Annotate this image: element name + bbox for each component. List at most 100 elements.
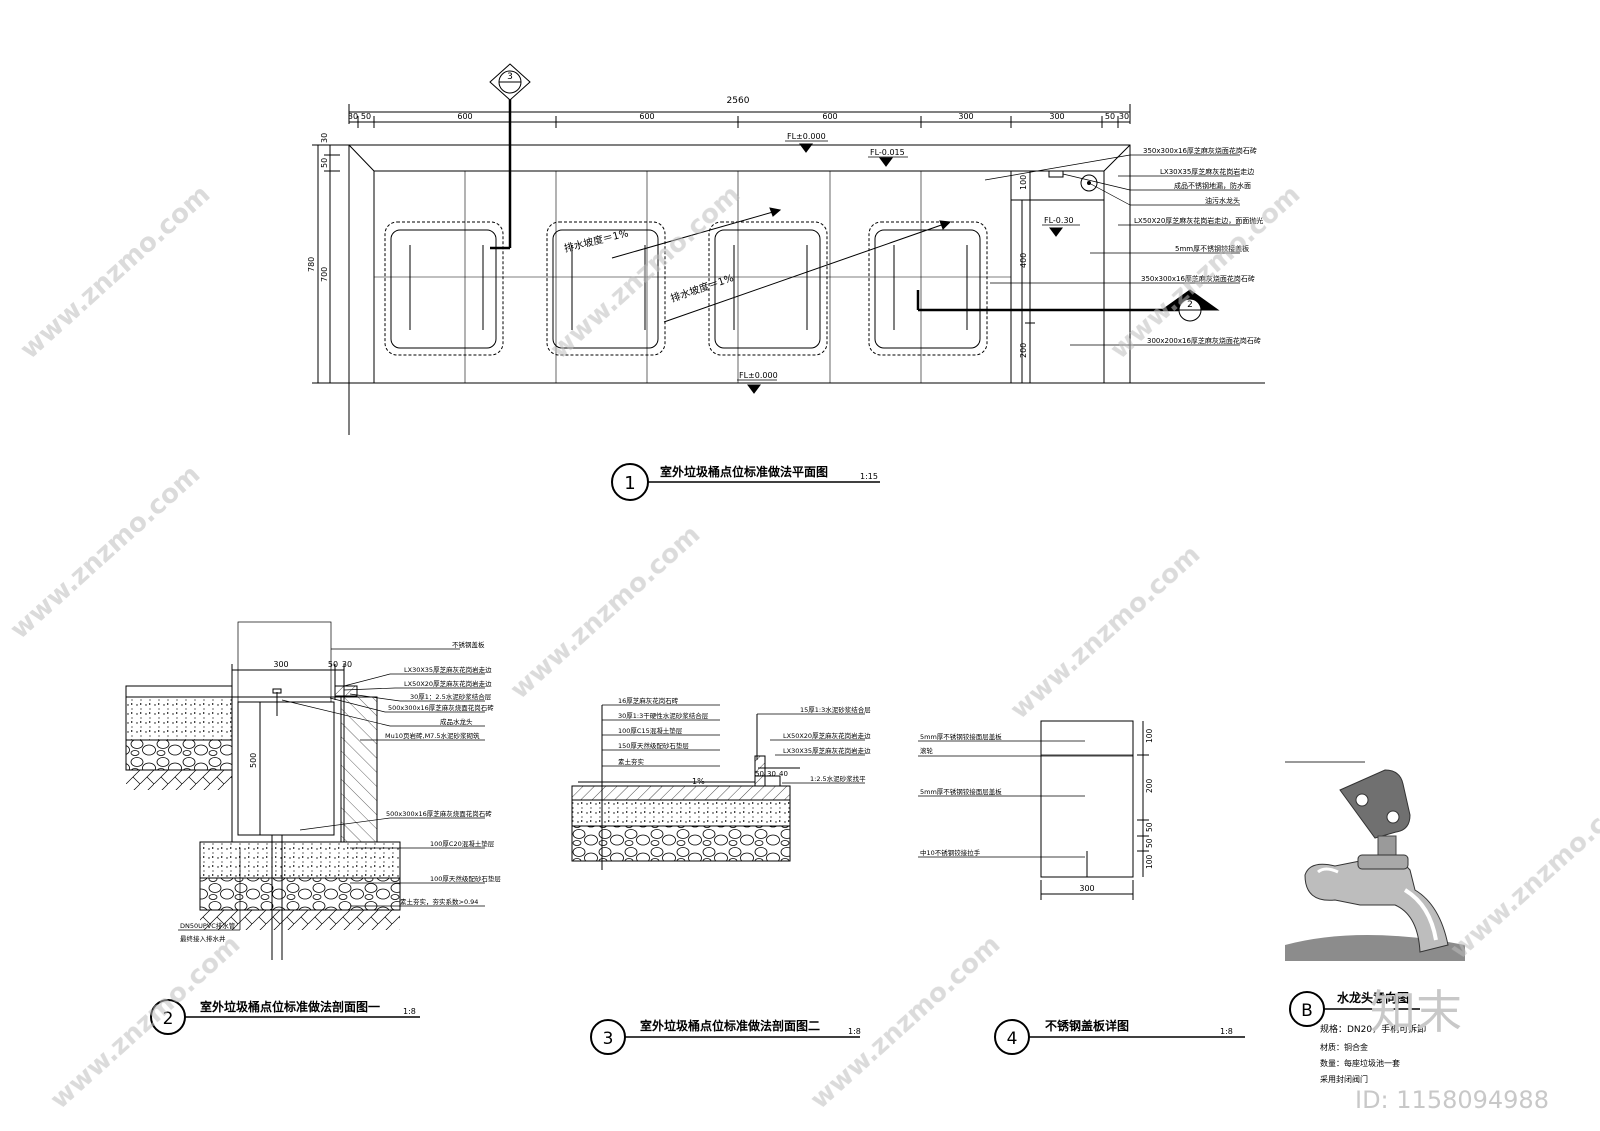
plan-dim-seg: 300 [958, 112, 973, 121]
sec4-dim: 50 [1145, 822, 1154, 832]
sec3-scale: 1:8 [848, 1027, 861, 1036]
sec2-callout: 素土夯实，夯实系数>0.94 [400, 897, 478, 906]
sec2-title-number: 2 [163, 1009, 174, 1029]
sec4-title-number: 4 [1007, 1029, 1018, 1049]
section-mark-2: 2 [1187, 300, 1193, 310]
section-mark-3: 3 [507, 72, 513, 82]
plan-view [312, 63, 1265, 501]
sec3-callout: 150厚天然级配砂石垫层 [618, 741, 689, 750]
level-label: FL-0.30 [1044, 216, 1074, 225]
plan-dim-seg: 30 [1119, 112, 1129, 121]
sec2-pipe: 最终接入排水井 [180, 934, 226, 943]
faucet-spec: 规格：DN20，手柄可拆卸 [1320, 1023, 1426, 1035]
sec4-dim: 200 [1145, 778, 1154, 793]
watermark-id: ID: 1158094988 [1355, 1086, 1549, 1114]
plan-dim-seg: 50 [1105, 112, 1115, 121]
sec4-callout: 中10不锈钢铰接拉手 [920, 848, 981, 857]
sec2-dim: 50 [328, 660, 338, 669]
sec4-title: 不锈钢盖板详图 [1045, 1018, 1129, 1033]
plan-dim-seg: 30 [348, 112, 358, 121]
watermark-site: www.znzmo.com [805, 929, 1007, 1115]
plan-callout: 350x300x16厚芝麻灰烧面花岗石砖 [1141, 274, 1255, 283]
plan-dim-seg: 600 [639, 112, 654, 121]
watermark-site: www.znzmo.com [545, 179, 747, 365]
sec4-callout: 滚轮 [920, 746, 934, 755]
sec3-callout: 素土夯实 [618, 757, 645, 766]
watermark-site: www.znzmo.com [45, 929, 247, 1115]
sec4-dim: 100 [1145, 728, 1154, 743]
section-4-texts: 5mm厚不锈钢铰接面层盖板 滚轮 5mm厚不锈钢铰接面层盖板 中10不锈钢铰接拉… [920, 728, 1233, 1049]
section-2 [125, 621, 485, 1035]
plan-callout: LX50X20厚芝麻灰花岗岩走边，面面抛光 [1134, 216, 1263, 225]
sec3-callout: 15厚1:3水泥砂浆结合层 [800, 705, 871, 714]
sec4-dim-bottom: 300 [1079, 884, 1094, 893]
sec2-dim: 500 [249, 753, 258, 768]
plan-inner-dim: 100 [1019, 175, 1028, 190]
section-4 [918, 720, 1245, 1055]
plan-callout: 350x300x16厚芝麻灰烧面花岗石砖 [1143, 146, 1257, 155]
watermark-site: www.znzmo.com [505, 519, 707, 705]
sec4-callout: 5mm厚不锈钢铰接面层盖板 [920, 787, 1002, 796]
sec2-callout: 500x300x16厚芝麻灰烧面花岗石砖 [386, 809, 492, 818]
sec2-pipe: DN50UPVC排水管 [180, 921, 236, 930]
sec2-callout: LX50X20厚芝麻灰花岗岩走边 [404, 679, 492, 688]
sec2-title: 室外垃圾桶点位标准做法剖面图一 [200, 999, 380, 1014]
sec2-callout: 成品水龙头 [440, 717, 473, 726]
sec2-callout: LX30X35厚芝麻灰花岗岩走边 [404, 665, 492, 674]
watermark-site: www.znzmo.com [5, 459, 207, 645]
sec2-callout: Mu10页岩砖,M7.5水泥砂浆砌筑 [385, 731, 480, 740]
faucet-title: 水龙头意向图 [1337, 990, 1409, 1005]
sec3-title-number: 3 [603, 1029, 614, 1049]
plan-scale: 1:15 [860, 472, 878, 481]
slope-label: 排水坡度＝1% [669, 271, 736, 305]
sec2-callout: 500x300x16厚芝麻灰烧面花岗石砖 [388, 703, 494, 712]
sec3-callout: LX50X20厚芝麻灰花岗岩走边 [783, 731, 871, 740]
faucet-caption: B 水龙头意向图 规格：DN20，手柄可拆卸 材质：铜合金 数量：每座垃圾池一套… [1289, 990, 1426, 1084]
sec4-dim: 50 [1145, 838, 1154, 848]
faucet-title-number: B [1301, 1001, 1313, 1021]
plan-callout: 5mm厚不锈钢铰接盖板 [1175, 244, 1249, 253]
level-label: FL±0.000 [739, 371, 778, 380]
plan-dim-seg: 300 [1049, 112, 1064, 121]
plan-dim-seg: 50 [361, 112, 371, 121]
sec3-dim: 50 [755, 770, 764, 778]
plan-dim-left: 30 [320, 133, 329, 143]
plan-dim-total: 2560 [727, 96, 750, 106]
watermark-logo: 知末 [1370, 985, 1462, 1039]
plan-callout: 300x200x16厚芝麻灰烧面花岗石砖 [1147, 336, 1261, 345]
plan-inner-dim: 400 [1019, 253, 1028, 268]
sec2-callout: 100厚天然级配砂石垫层 [430, 874, 501, 883]
plan-dim-left: 50 [320, 158, 329, 168]
sec3-dim: 40 [779, 770, 788, 778]
sec3-callout: 16厚芝麻灰花岗石砖 [618, 696, 679, 705]
plan-dim-left: 700 [320, 267, 329, 282]
plan-title: 室外垃圾桶点位标准做法平面图 [660, 464, 828, 479]
watermark-site: www.znzmo.com [1445, 779, 1600, 965]
faucet-spec: 数量：每座垃圾池一套 [1320, 1058, 1400, 1068]
sec2-dim: 30 [342, 660, 352, 669]
sec3-callout: LX30X35厚芝麻灰花岗岩走边 [783, 746, 871, 755]
plan-title-number: 1 [624, 473, 635, 494]
section-3-texts: 16厚芝麻灰花岗石砖 30厚1:3干硬性水泥砂浆结合层 100厚C15混凝土垫层… [603, 696, 872, 1049]
sec4-callout: 5mm厚不锈钢铰接面层盖板 [920, 732, 1002, 741]
plan-dim-left: 780 [307, 257, 316, 272]
faucet-spec: 采用封闭阀门 [1320, 1074, 1368, 1084]
sec3-callout: 100厚C15混凝土垫层 [618, 726, 683, 735]
plan-dim-seg: 600 [822, 112, 837, 121]
slope-label: 排水坡度＝1% [563, 226, 630, 255]
sec2-callout: 不锈钢盖板 [452, 640, 485, 649]
faucet-spec: 材质：铜合金 [1320, 1042, 1368, 1052]
sec3-slope: 1% [692, 777, 705, 786]
plan-callout: 成品不锈钢地漏，防水面 [1174, 181, 1251, 190]
sec2-dim: 300 [273, 660, 288, 669]
watermark-corner: 知末 ID: 1158094988 [1355, 985, 1549, 1114]
watermark-site: www.znzmo.com [15, 179, 217, 365]
section-3 [571, 704, 865, 1055]
watermarks: www.znzmo.com www.znzmo.com www.znzmo.co… [5, 179, 1600, 1115]
sec2-callout: 30厚1：2.5水泥砂浆结合层 [410, 692, 492, 701]
sec3-callout: 30厚1:3干硬性水泥砂浆结合层 [618, 711, 709, 720]
level-label: FL-0.015 [870, 148, 905, 157]
sec3-dim: 30 [767, 770, 776, 778]
sec3-title: 室外垃圾桶点位标准做法剖面图二 [640, 1018, 820, 1033]
